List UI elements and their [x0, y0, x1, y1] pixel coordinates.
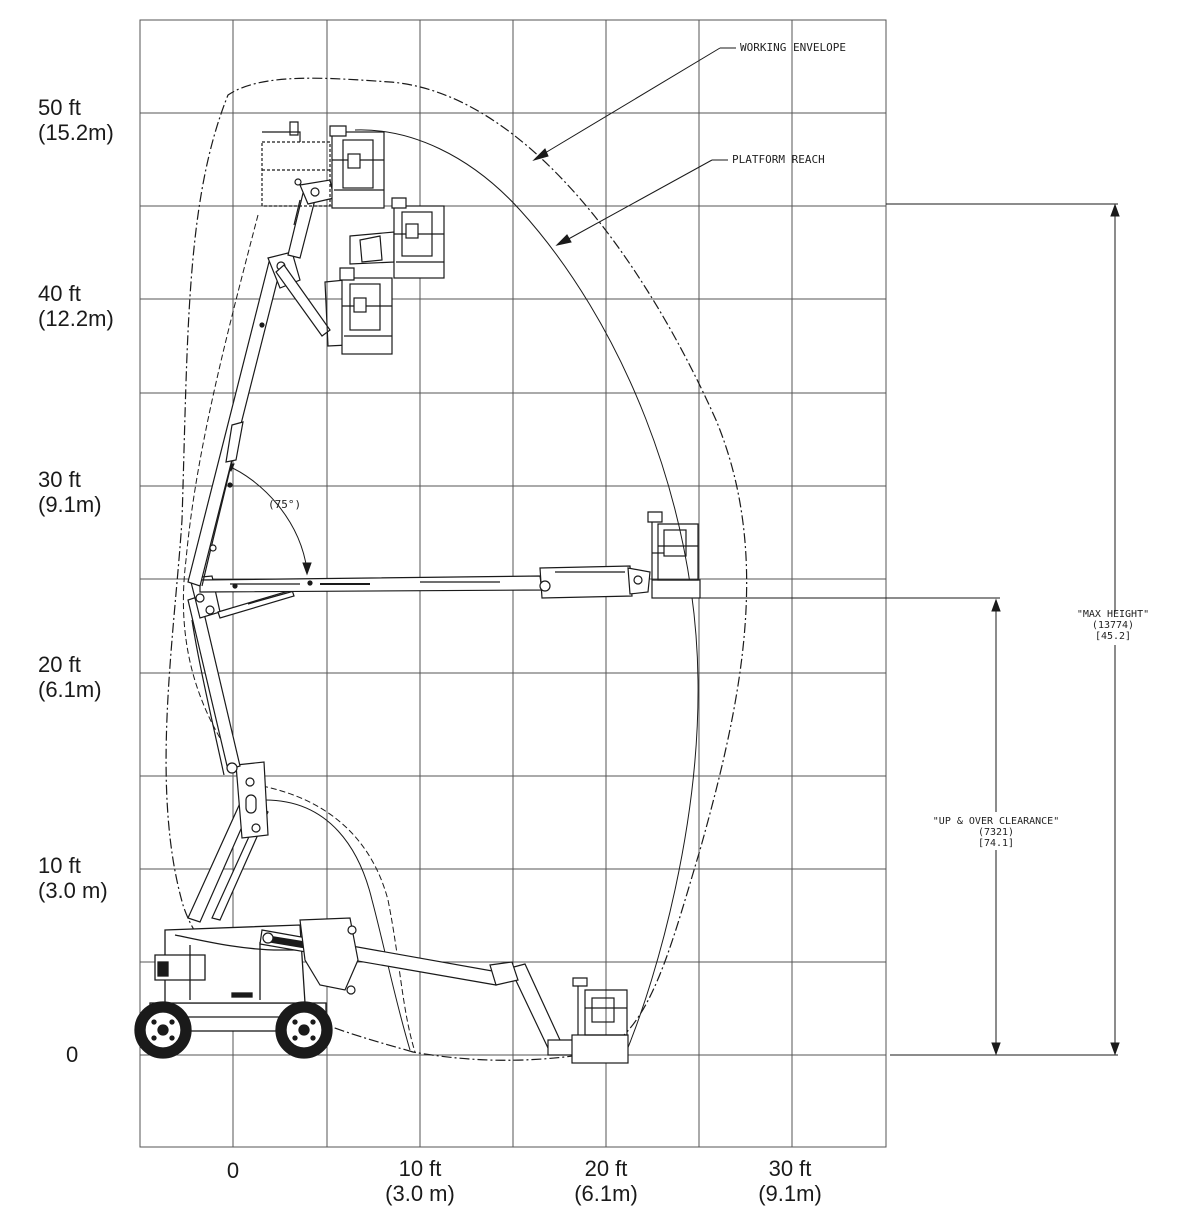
boom-angle-label: (75°): [268, 498, 302, 511]
y-label-10ft-ft: 10 ft: [38, 853, 81, 878]
x-label-10ft: 10 ft (3.0 m): [385, 1156, 455, 1206]
boom-stowed: [259, 917, 629, 1064]
y-label-20ft-m: (6.1m): [38, 677, 102, 702]
riser-boom: [187, 595, 269, 923]
boom-horizontal: [199, 511, 701, 599]
platform-upper-3: [324, 267, 393, 355]
x-label-10ft-m: (3.0 m): [385, 1181, 455, 1206]
stowed-platform-base: [571, 1034, 629, 1064]
x-label-30ft-m: (9.1m): [758, 1181, 822, 1206]
up-over-clearance-mm: (7321): [977, 827, 1015, 838]
x-label-0: 0: [227, 1158, 239, 1183]
y-label-0: 0: [66, 1042, 78, 1067]
platform-reach-label: PLATFORM REACH: [732, 153, 825, 166]
inner-envelope-lower: [261, 785, 416, 1053]
max-height-mm: (13774): [1091, 620, 1135, 631]
max-height-ft: [45.2]: [1094, 631, 1132, 642]
y-label-10ft-m: (3.0 m): [38, 878, 108, 903]
x-label-30ft: 30 ft (9.1m): [758, 1156, 822, 1206]
x-label-10ft-ft: 10 ft: [398, 1156, 442, 1181]
rear-wheel: [275, 1001, 333, 1059]
up-over-clearance-dimension: "UP & OVER CLEARANCE" (7321) [74.1]: [933, 816, 1059, 849]
x-label-0-ft: 0: [226, 1158, 240, 1183]
x-label-20ft-ft: 20 ft: [584, 1156, 628, 1181]
platform-upper-2: [349, 197, 445, 279]
reach-platform-base: [651, 579, 701, 599]
front-wheel: [134, 1001, 192, 1059]
boom-angle-arc: [222, 463, 312, 576]
y-label-10ft: 10 ft (3.0 m): [38, 853, 108, 903]
y-label-30ft-ft: 30 ft: [38, 467, 81, 492]
max-height-dimension: "MAX HEIGHT" (13774) [45.2]: [1077, 609, 1149, 642]
platform-reach-outline: [354, 129, 699, 1056]
y-label-40ft: 40 ft (12.2m): [38, 281, 114, 331]
dimension-lines: [700, 203, 1120, 1056]
y-label-20ft-ft: 20 ft: [38, 652, 81, 677]
up-over-clearance-label: "UP & OVER CLEARANCE": [932, 816, 1060, 827]
y-label-40ft-m: (12.2m): [38, 306, 114, 331]
y-label-40ft-ft: 40 ft: [38, 281, 81, 306]
y-label-50ft: 50 ft (15.2m): [38, 95, 114, 145]
y-label-0-ft: 0: [66, 1042, 79, 1067]
inner-envelope-curve: [264, 799, 411, 1051]
chassis: [134, 924, 333, 1059]
y-label-50ft-m: (15.2m): [38, 120, 114, 145]
annotation-leaders: [532, 47, 736, 246]
y-label-50ft-ft: 50 ft: [38, 95, 81, 120]
y-label-30ft-m: (9.1m): [38, 492, 102, 517]
platform-max-height: [261, 121, 385, 209]
y-label-30ft: 30 ft (9.1m): [38, 467, 102, 517]
working-envelope-label: WORKING ENVELOPE: [740, 41, 846, 54]
x-label-20ft-m: (6.1m): [574, 1181, 638, 1206]
x-label-20ft: 20 ft (6.1m): [574, 1156, 638, 1206]
working-envelope-outline: [165, 77, 748, 1061]
platform-max-height-basket: [331, 131, 385, 209]
max-height-label: "MAX HEIGHT": [1076, 609, 1150, 620]
up-over-clearance-ft: [74.1]: [977, 838, 1015, 849]
x-label-30ft-ft: 30 ft: [768, 1156, 812, 1181]
y-label-20ft: 20 ft (6.1m): [38, 652, 102, 702]
boom-raised: [187, 178, 335, 587]
inner-envelope-left: [182, 214, 259, 749]
